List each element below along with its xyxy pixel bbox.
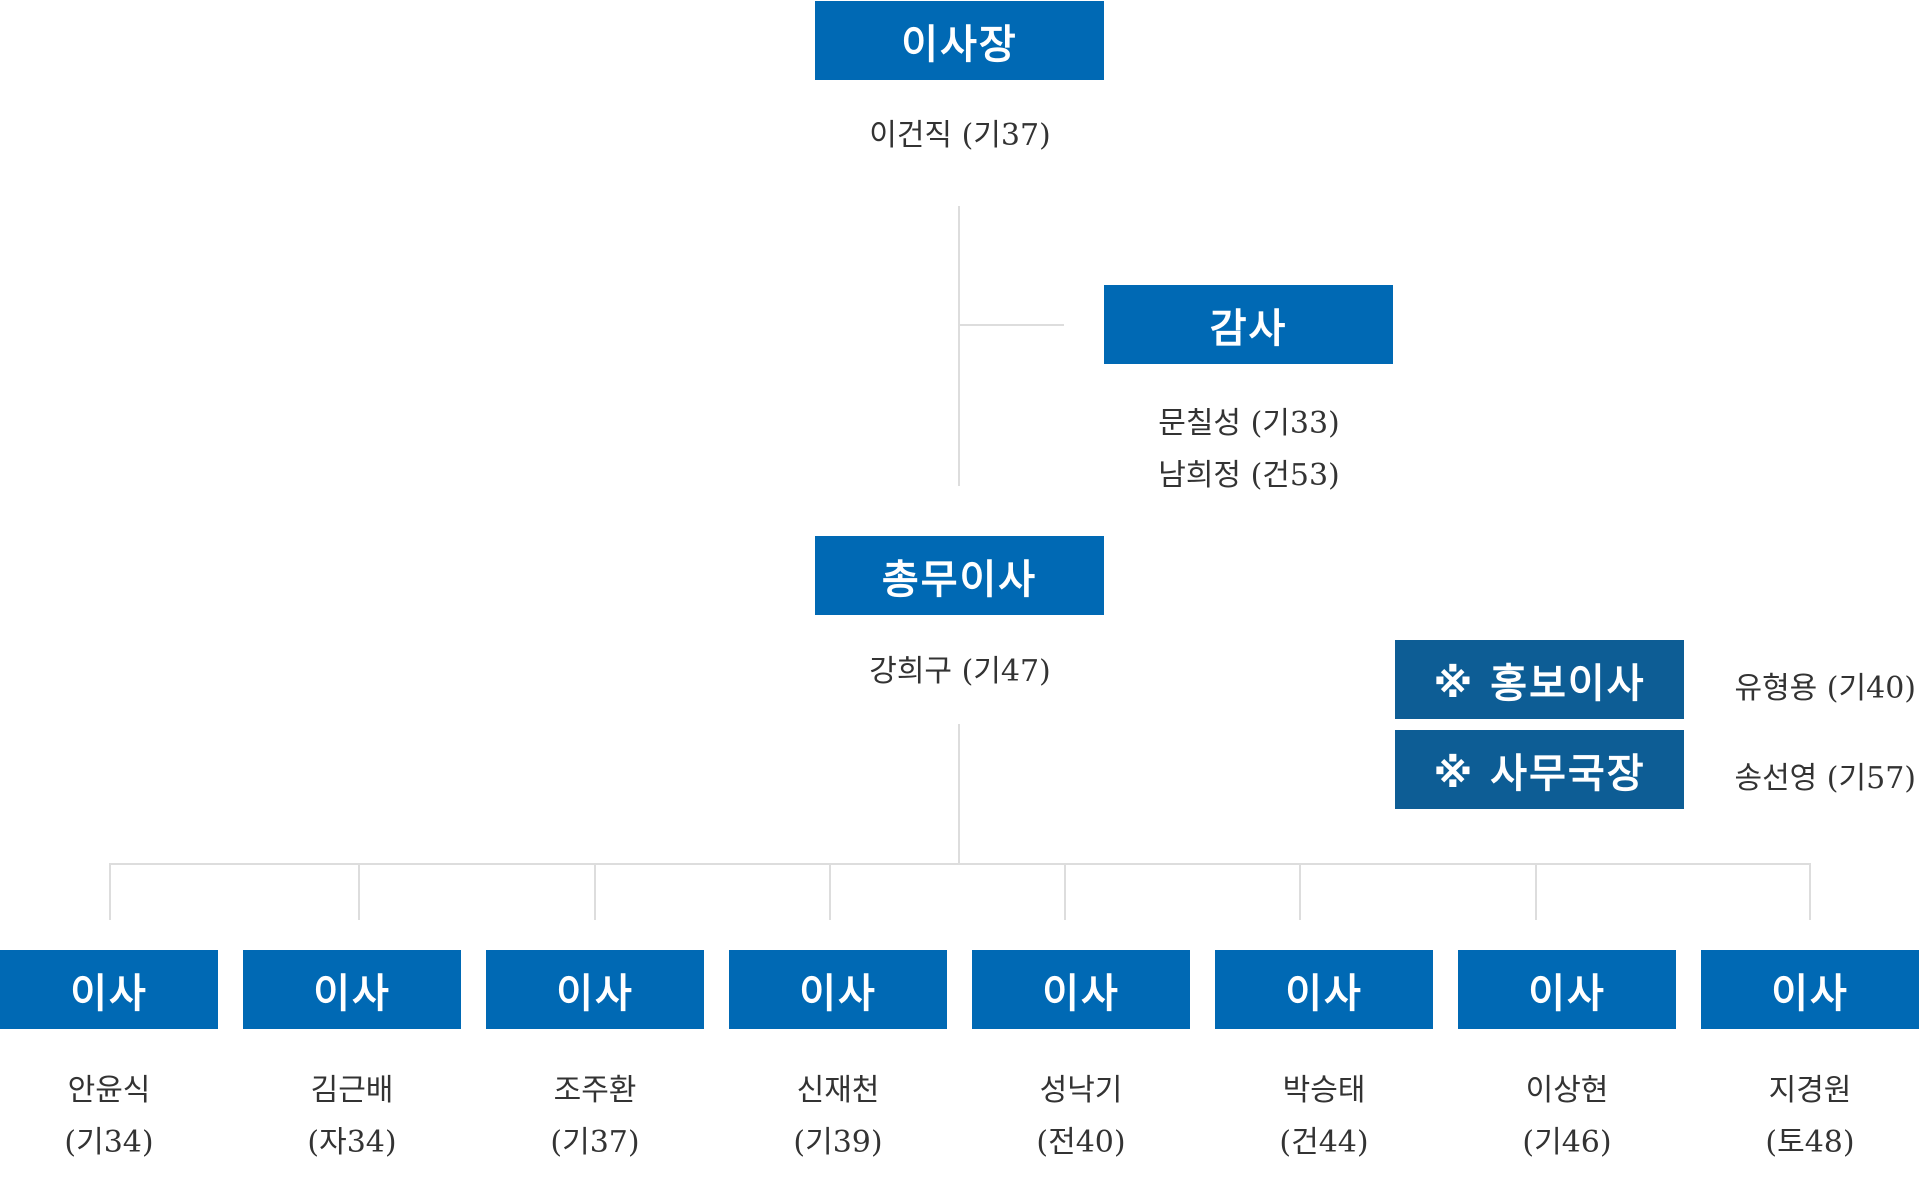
director-name: 조주환 — [553, 1073, 637, 1108]
auditor-name-1: 문칠성 (기33) — [1158, 406, 1340, 441]
connector-drop-1 — [109, 863, 111, 920]
director-name: 지경원 — [1768, 1073, 1852, 1108]
secretary-general-box: ※ 사무국장 — [1395, 730, 1684, 809]
chairman-box: 이사장 — [815, 1, 1104, 80]
general-director-box: 총무이사 — [815, 536, 1104, 615]
connector-directors-horizontal — [109, 863, 1811, 865]
connector-drop-5 — [1064, 863, 1066, 920]
connector-drop-2 — [358, 863, 360, 920]
connector-to-auditor — [958, 324, 1064, 326]
director-code: (기37) — [550, 1125, 640, 1160]
director-box: 이사 — [243, 950, 461, 1029]
connector-drop-7 — [1535, 863, 1537, 920]
auditor-box: 감사 — [1104, 285, 1393, 364]
director-name: 김근배 — [310, 1073, 394, 1108]
connector-drop-3 — [594, 863, 596, 920]
pr-director-name: 유형용 (기40) — [1734, 671, 1916, 706]
director-code: (토48) — [1765, 1125, 1855, 1160]
general-director-name: 강희구 (기47) — [869, 654, 1051, 689]
connector-drop-4 — [829, 863, 831, 920]
connector-chairman-to-general — [958, 206, 960, 486]
director-3: 이사 조주환 (기37) — [486, 950, 704, 1169]
director-code: (자34) — [307, 1125, 397, 1160]
chairman-name: 이건직 (기37) — [869, 118, 1051, 153]
secretary-general-name: 송선영 (기57) — [1734, 761, 1916, 796]
director-code: (전40) — [1036, 1125, 1126, 1160]
pr-director-box: ※ 홍보이사 — [1395, 640, 1684, 719]
connector-general-to-directors — [958, 724, 960, 864]
director-box: 이사 — [729, 950, 947, 1029]
auditor-name-2: 남희정 (건53) — [1158, 458, 1340, 493]
director-code: (기34) — [64, 1125, 154, 1160]
director-code: (기39) — [793, 1125, 883, 1160]
director-box: 이사 — [1215, 950, 1433, 1029]
director-name: 박승태 — [1282, 1073, 1366, 1108]
director-5: 이사 성낙기 (전40) — [972, 950, 1190, 1169]
director-2: 이사 김근배 (자34) — [243, 950, 461, 1169]
director-code: (건44) — [1279, 1125, 1369, 1160]
director-box: 이사 — [1458, 950, 1676, 1029]
director-4: 이사 신재천 (기39) — [729, 950, 947, 1169]
director-box: 이사 — [972, 950, 1190, 1029]
director-box: 이사 — [0, 950, 218, 1029]
director-8: 이사 지경원 (토48) — [1701, 950, 1919, 1169]
director-name: 이상현 — [1525, 1073, 1609, 1108]
director-name: 안윤식 — [67, 1073, 151, 1108]
director-name: 신재천 — [796, 1073, 880, 1108]
director-name: 성낙기 — [1039, 1073, 1123, 1108]
director-6: 이사 박승태 (건44) — [1215, 950, 1433, 1169]
director-box: 이사 — [486, 950, 704, 1029]
director-7: 이사 이상현 (기46) — [1458, 950, 1676, 1169]
connector-drop-6 — [1299, 863, 1301, 920]
director-1: 이사 안윤식 (기34) — [0, 950, 218, 1169]
director-box: 이사 — [1701, 950, 1919, 1029]
director-code: (기46) — [1522, 1125, 1612, 1160]
connector-drop-8 — [1809, 863, 1811, 920]
